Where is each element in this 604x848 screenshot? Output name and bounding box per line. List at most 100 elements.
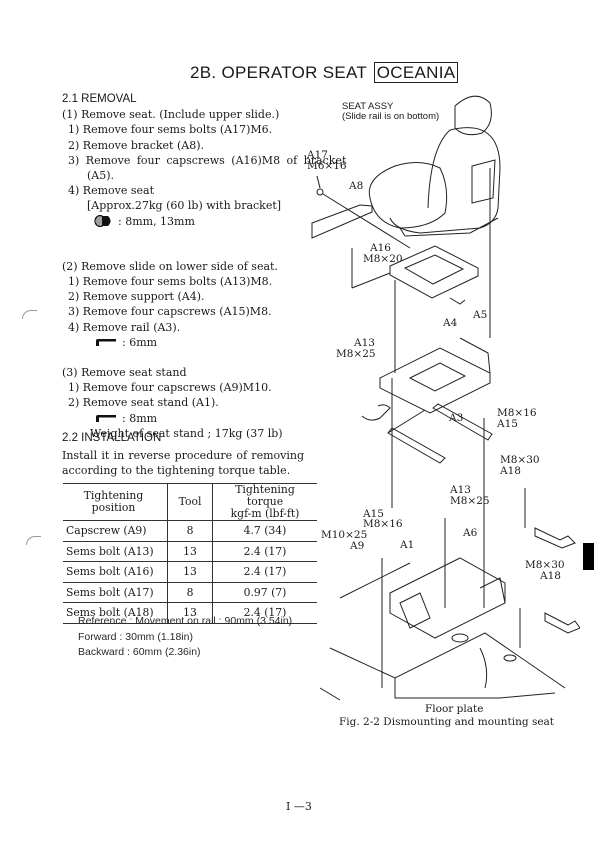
support-a4-drawing — [379, 168, 491, 414]
header-position: Tightening position — [63, 483, 168, 521]
hex-key-icon — [96, 415, 116, 423]
label-a15-right-size: M8×16 — [497, 407, 537, 419]
cell-tool: 13 — [167, 561, 213, 583]
table-row: Sems bolt (A17) 8 0.97 (7) — [63, 582, 317, 603]
step-1-substep: 1) Remove four sems bolts (A17)M6. — [68, 123, 273, 137]
page-number: I —3 — [286, 800, 312, 813]
step-2-tool: : 6mm — [62, 335, 312, 350]
label-seat-assy-note: (Slide rail is on bottom) — [342, 111, 440, 122]
cell-position: Capscrew (A9) — [63, 520, 168, 542]
fastener-lines — [381, 378, 526, 688]
cell-torque: 2.4 (17) — [212, 561, 317, 583]
reference-backward: Backward : 60mm (2.36in) — [78, 646, 201, 658]
label-a17: A17 — [307, 149, 328, 161]
step-2-substep: 1) Remove four sems bolts (A13)M8. — [68, 275, 273, 289]
label-a6: A6 — [463, 527, 478, 539]
step-3-substep: 2) Remove seat stand (A1). — [68, 396, 219, 410]
step-2-substep: 4) Remove rail (A3). — [68, 320, 181, 334]
label-a17-size: M6×16 — [307, 160, 347, 172]
label-a13-mid: A13 — [450, 484, 471, 496]
cell-position: Sems bolt (A17) — [63, 582, 168, 603]
diagram-drawing — [311, 95, 580, 701]
label-a3: A3 — [449, 412, 464, 424]
step-1-substep: 4) Remove seat — [68, 184, 154, 198]
region-badge: OCEANIA — [373, 62, 459, 83]
cell-position: Sems bolt (A16) — [63, 561, 168, 583]
step-2-substep: 3) Remove four capscrews (A15)M8. — [68, 305, 272, 319]
label-a5: A5 — [473, 309, 488, 321]
cell-position: Sems bolt (A18) — [63, 602, 168, 624]
reference-forward: Forward : 30mm (1.18in) — [78, 630, 193, 643]
label-a8: A8 — [349, 180, 364, 192]
cell-position: Sems bolt (A13) — [63, 541, 168, 562]
seat-stand-a1-drawing — [389, 527, 580, 639]
header-torque-title: Tightening torque — [235, 483, 295, 508]
label-a18-bottom-size: M8×30 — [525, 559, 565, 571]
floor-plate-drawing — [319, 562, 566, 701]
label-a13-mid-size: M8×25 — [450, 495, 490, 507]
step-3-tool: : 8mm — [62, 411, 312, 426]
label-a4: A4 — [443, 317, 458, 329]
label-a9: A9 — [350, 540, 365, 552]
header-torque-units: kgf-m (lbf-ft) — [230, 507, 300, 520]
label-a15-left: A15 — [363, 508, 384, 520]
cell-tool: 13 — [167, 541, 213, 562]
step-1-substep: 3) Remove four capscrews (A16)M8 of brac… — [68, 153, 347, 167]
step-3-substep: 1) Remove four capscrews (A9)M10. — [68, 381, 272, 395]
step-1-label: (1) Remove seat. (Include upper slide.) — [62, 108, 280, 122]
exploded-seat-diagram: SEAT ASSY (Slide rail is on bottom) A17 … — [300, 88, 580, 708]
step-1-substep: (A5). — [87, 169, 115, 183]
removal-heading: 2.1 REMOVAL — [62, 93, 137, 105]
label-a9-size: M10×25 — [321, 529, 368, 541]
torque-table: Tightening position Tool Tightening torq… — [63, 483, 317, 624]
step-1-weight-note: [Approx.27kg (60 lb) with bracket] — [87, 199, 282, 213]
bracket-a8-drawing — [311, 175, 411, 249]
cell-torque: 2.4 (17) — [212, 541, 317, 562]
step-1-tool-size: : 8mm, 13mm — [118, 214, 195, 228]
label-a15-left-size: M8×16 — [363, 518, 403, 530]
installation-heading: 2.2 INSTALLATION — [62, 432, 162, 444]
rail-a3-drawing — [361, 403, 493, 464]
label-a16-size: M8×20 — [363, 253, 403, 265]
table-row: Sems bolt (A13) 13 2.4 (17) — [63, 541, 317, 562]
step-1-substep: 2) Remove bracket (A8). — [68, 138, 204, 152]
title-text: 2B. OPERATOR SEAT — [190, 63, 367, 82]
cell-torque: 0.97 (7) — [212, 582, 317, 603]
cell-tool: 13 — [167, 602, 213, 624]
reference-line: Reference : Movement on rail : 90mm (3.5… — [78, 615, 293, 627]
table-row: Capscrew (A9) 8 4.7 (34) — [63, 520, 317, 542]
step-2-tool-size: : 6mm — [122, 335, 158, 349]
figure-caption: Fig. 2-2 Dismounting and mounting seat — [339, 716, 555, 728]
page-title: 2B. OPERATOR SEAT OCEANIA — [190, 62, 459, 83]
upper-frame-a5-drawing — [351, 245, 479, 305]
step-3-tool-size: : 8mm — [122, 411, 158, 425]
label-a16: A16 — [370, 242, 391, 254]
seat-stand-weight: Weight of seat stand ; 17kg (37 lb) — [90, 426, 283, 440]
removal-section: 2.1 REMOVAL (1) Remove seat. (Include up… — [62, 92, 347, 441]
hex-key-icon — [96, 339, 116, 347]
label-seat-assy: SEAT ASSY — [342, 101, 394, 112]
rail-movement-reference: Reference : Movement on rail : 90mm (3.5… — [78, 614, 292, 661]
margin-punch-mark — [22, 310, 37, 319]
label-a13-top: A13 — [354, 337, 375, 349]
margin-punch-mark — [26, 536, 41, 545]
cell-torque: 4.7 (34) — [212, 520, 317, 542]
label-a18-bottom: A18 — [540, 570, 561, 582]
cell-tool: 8 — [167, 520, 213, 542]
table-row: Sems bolt (A16) 13 2.4 (17) — [63, 561, 317, 583]
label-a13-top-size: M8×25 — [336, 348, 376, 360]
label-a18-top-size: M8×30 — [500, 454, 540, 466]
table-row: Sems bolt (A18) 13 2.4 (17) — [63, 602, 317, 624]
seat-assembly-drawing — [368, 95, 501, 237]
installation-text: Install it in reverse procedure of remov… — [62, 449, 304, 478]
socket-wrench-icon — [94, 215, 111, 228]
floor-plate-label: Floor plate — [425, 703, 484, 715]
header-torque: Tightening torque kgf-m (lbf-ft) — [212, 483, 317, 521]
header-tool: Tool — [167, 483, 213, 521]
table-header-row: Tightening position Tool Tightening torq… — [63, 483, 317, 521]
cell-tool: 8 — [167, 582, 213, 603]
section-tab-marker — [583, 543, 594, 570]
step-2-substep: 2) Remove support (A4). — [68, 290, 205, 304]
label-a1: A1 — [400, 539, 415, 551]
label-a18-top: A18 — [500, 465, 521, 477]
